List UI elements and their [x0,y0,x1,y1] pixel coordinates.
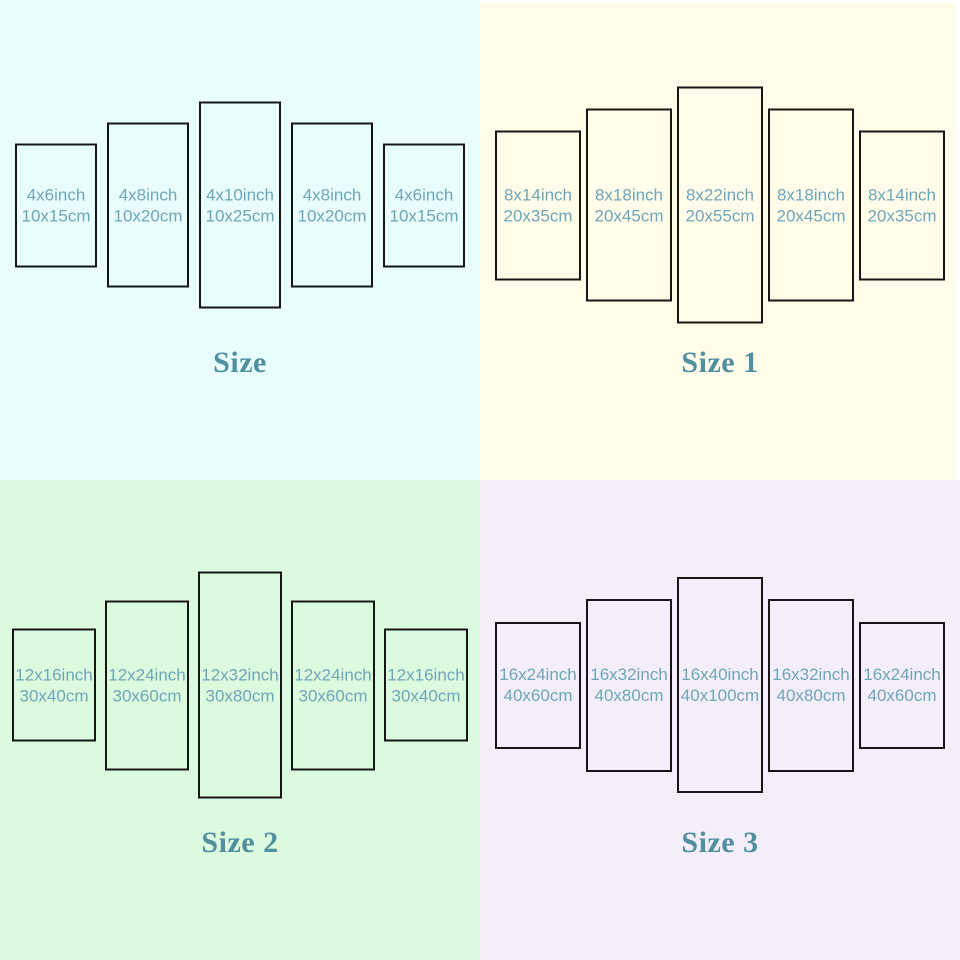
panel-size-inch: 12x32inch [201,665,279,684]
panel-label: 4x6inch 10x15cm [22,184,91,226]
size-chart-size: 4x6inch 10x15cm 4x8inch 10x20cm 4x10inch… [0,0,480,480]
panel-label: 4x10inch 10x25cm [206,184,275,226]
size-label: Size [213,346,267,379]
panel-size-inch: 8x18inch [594,185,664,204]
panel-label: 4x6inch 10x15cm [390,184,459,226]
quadrant-background [480,3,956,480]
panel-size-inch: 8x18inch [776,185,846,204]
panel-label: 12x32inch 30x80cm [201,664,279,706]
panel-row: 16x24inch 40x60cm 16x32inch 40x80cm 16x4… [480,577,960,793]
panel-size-cm: 30x40cm [391,686,461,705]
panel-size-inch: 4x6inch [394,185,454,204]
panel-size-inch: 4x8inch [118,185,178,204]
canvas-panel: 16x24inch 40x60cm [495,621,581,749]
panel-label: 4x8inch 10x20cm [298,184,367,226]
canvas-panel: 8x22inch 20x55cm [677,86,763,324]
panel-size-inch: 12x24inch [108,665,186,684]
quadrant-background [0,480,480,960]
size-label: Size 1 [681,346,759,379]
canvas-panel: 16x32inch 40x80cm [768,598,854,772]
canvas-panel: 16x32inch 40x80cm [586,598,672,772]
panel-size-cm: 10x20cm [113,206,183,225]
panel-label: 8x14inch 20x35cm [868,184,937,226]
panel-size-cm: 20x35cm [867,206,937,225]
size-chart-size-1: 8x14inch 20x35cm 8x18inch 20x45cm 8x22in… [480,0,960,480]
panel-size-cm: 10x20cm [297,206,367,225]
panel-size-inch: 12x24inch [294,665,372,684]
panel-size-cm: 40x60cm [503,686,573,705]
canvas-panel: 16x40inch 40x100cm [677,577,763,793]
panel-size-inch: 4x6inch [26,185,86,204]
panel-size-inch: 4x10inch [205,185,275,204]
panel-size-cm: 20x55cm [685,206,755,225]
panel-size-cm: 40x80cm [594,686,664,705]
panel-size-inch: 8x14inch [867,185,937,204]
canvas-panel: 8x18inch 20x45cm [586,108,672,302]
panel-label: 16x24inch 40x60cm [863,664,941,706]
size-chart-size-2: 12x16inch 30x40cm 12x24inch 30x60cm 12x3… [0,480,480,960]
panel-label: 12x16inch 30x40cm [387,664,465,706]
panel-size-inch: 16x32inch [590,665,668,684]
panel-size-cm: 20x35cm [503,206,573,225]
panel-row: 4x6inch 10x15cm 4x8inch 10x20cm 4x10inch… [0,101,480,309]
canvas-panel: 4x10inch 10x25cm [199,101,281,309]
panel-label: 16x32inch 40x80cm [772,664,850,706]
canvas-panel: 4x6inch 10x15cm [15,143,97,267]
panel-size-cm: 30x40cm [19,686,89,705]
panel-size-cm: 30x60cm [298,686,368,705]
panel-label: 8x18inch 20x45cm [595,184,664,226]
panel-label: 16x40inch 40x100cm [681,664,759,706]
quadrant-background [0,0,480,480]
canvas-panel: 12x32inch 30x80cm [198,571,282,799]
panel-size-cm: 20x45cm [776,206,846,225]
panel-size-inch: 4x8inch [302,185,362,204]
panel-size-cm: 20x45cm [594,206,664,225]
panel-size-cm: 10x15cm [21,206,91,225]
size-chart-size-3: 16x24inch 40x60cm 16x32inch 40x80cm 16x4… [480,480,960,960]
canvas-panel: 8x14inch 20x35cm [859,130,945,280]
panel-size-inch: 8x14inch [503,185,573,204]
panel-size-cm: 30x60cm [112,686,182,705]
panel-row: 12x16inch 30x40cm 12x24inch 30x60cm 12x3… [0,571,480,799]
panel-label: 8x14inch 20x35cm [504,184,573,226]
panel-label: 16x24inch 40x60cm [499,664,577,706]
panel-size-inch: 16x32inch [772,665,850,684]
canvas-panel: 4x8inch 10x20cm [107,122,189,288]
panel-size-cm: 40x60cm [867,686,937,705]
panel-size-inch: 12x16inch [15,665,93,684]
panel-size-inch: 16x24inch [499,665,577,684]
panel-size-cm: 40x80cm [776,686,846,705]
panel-label: 12x24inch 30x60cm [294,664,372,706]
panel-size-cm: 40x100cm [680,686,760,705]
canvas-panel: 8x18inch 20x45cm [768,108,854,302]
panel-label: 8x18inch 20x45cm [777,184,846,226]
canvas-panel: 12x16inch 30x40cm [384,628,468,742]
panel-label: 8x22inch 20x55cm [686,184,755,226]
panel-size-inch: 16x40inch [681,665,759,684]
canvas-panel: 8x14inch 20x35cm [495,130,581,280]
panel-size-inch: 16x24inch [863,665,941,684]
canvas-panel: 4x8inch 10x20cm [291,122,373,288]
panel-size-cm: 30x80cm [205,686,275,705]
panel-label: 12x16inch 30x40cm [15,664,93,706]
size-label: Size 3 [681,826,759,859]
panel-label: 16x32inch 40x80cm [590,664,668,706]
canvas-panel: 16x24inch 40x60cm [859,621,945,749]
panel-label: 12x24inch 30x60cm [108,664,186,706]
canvas-panel: 12x24inch 30x60cm [105,600,189,770]
panel-size-cm: 10x25cm [205,206,275,225]
size-label: Size 2 [201,826,279,859]
panel-label: 4x8inch 10x20cm [114,184,183,226]
canvas-panel: 4x6inch 10x15cm [383,143,465,267]
panel-row: 8x14inch 20x35cm 8x18inch 20x45cm 8x22in… [480,86,960,324]
quadrant-background [480,480,960,960]
canvas-panel: 12x16inch 30x40cm [12,628,96,742]
panel-size-inch: 8x22inch [685,185,755,204]
panel-size-cm: 10x15cm [389,206,459,225]
panel-size-inch: 12x16inch [387,665,465,684]
canvas-panel: 12x24inch 30x60cm [291,600,375,770]
